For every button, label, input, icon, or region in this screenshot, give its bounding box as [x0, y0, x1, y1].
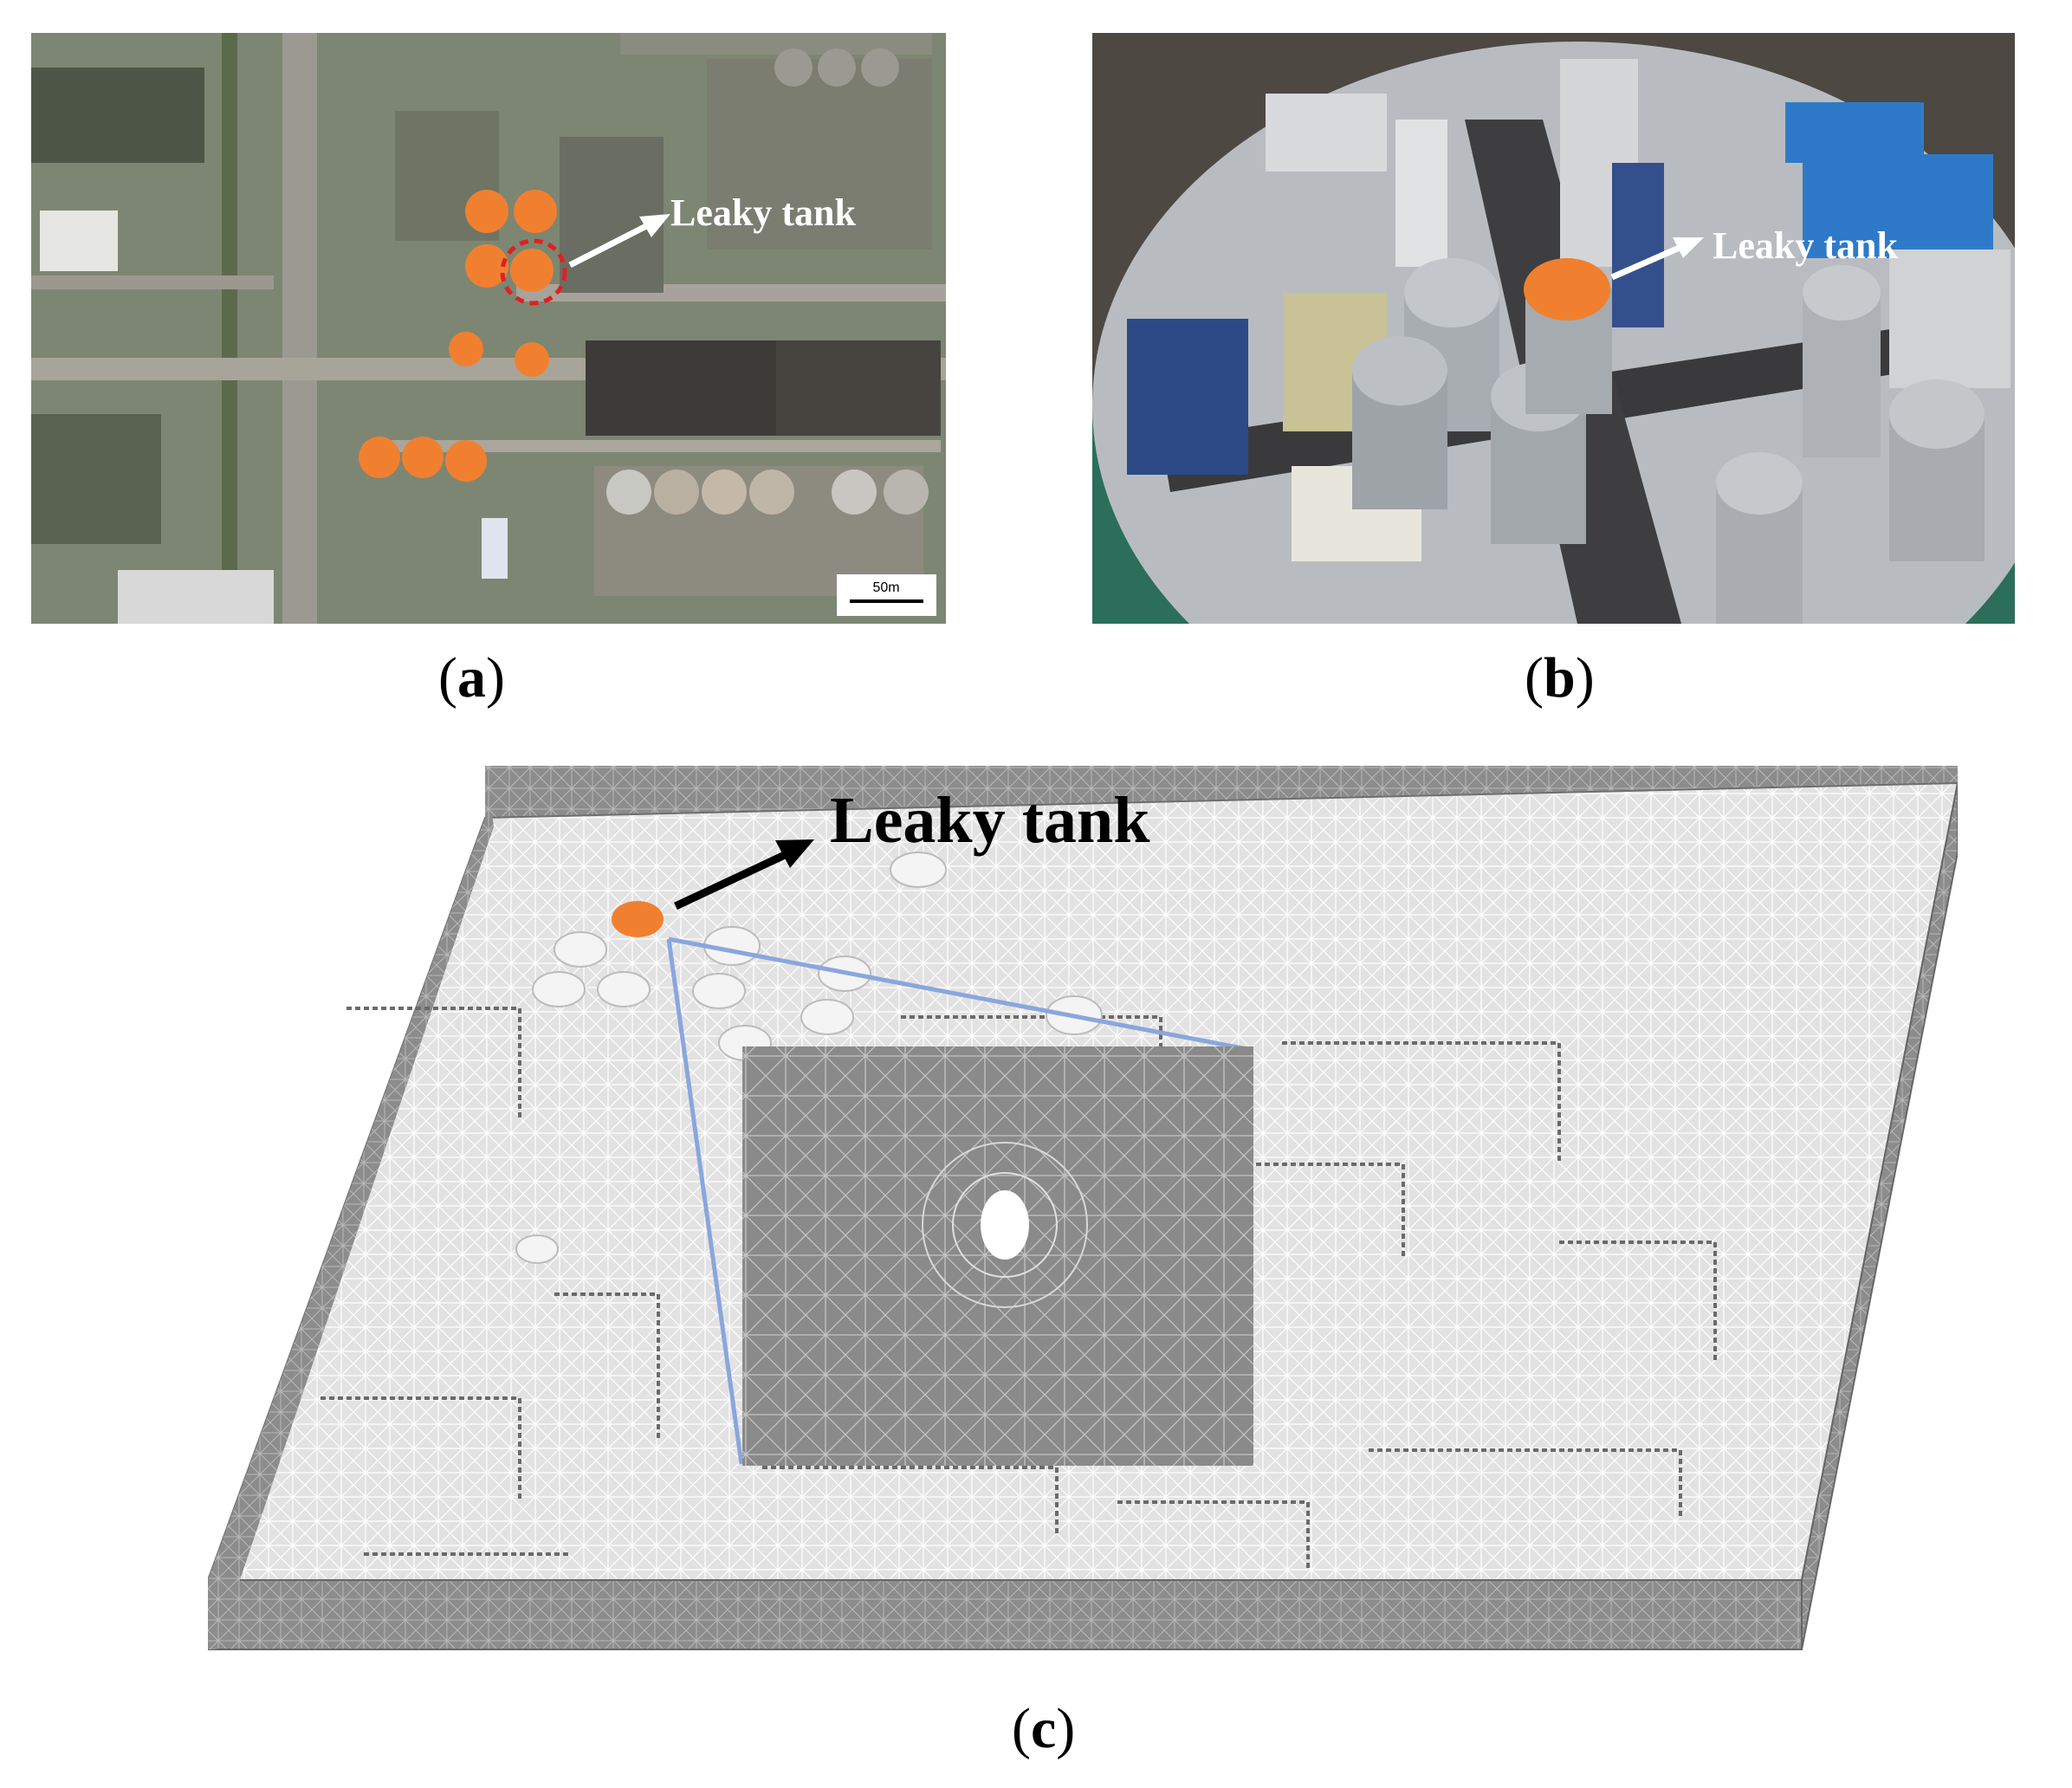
satellite-image: 50m Leaky tank	[31, 33, 946, 624]
callout-arrow	[568, 222, 650, 269]
leaky-tank-marker	[1524, 258, 1610, 321]
tank-marker	[445, 440, 487, 482]
tank-marker	[449, 332, 483, 366]
leak-source-hole	[981, 1190, 1029, 1260]
mesh-zoom-inset	[742, 1046, 1253, 1466]
leaky-tank-label: Leaky tank	[1713, 224, 1898, 267]
scale-bar-label: 50m	[872, 580, 899, 595]
tank-marker	[359, 437, 400, 478]
caption-letter: c	[1030, 1697, 1057, 1760]
leaky-tank-label: Leaky tank	[670, 191, 856, 234]
mesh-model-panel: Leaky tank	[208, 757, 1958, 1658]
physical-model-panel: Leaky tank	[1092, 33, 2015, 624]
caption-letter: a	[456, 646, 486, 709]
leaky-tank-label: Leaky tank	[830, 784, 1150, 857]
tank-marker	[465, 244, 508, 288]
satellite-image-panel: 50m Leaky tank	[31, 33, 946, 624]
leaky-tank-marker	[612, 901, 664, 937]
callout-arrow	[1610, 243, 1683, 281]
tank-marker	[514, 190, 557, 233]
mesh-model-diagram: Leaky tank	[208, 766, 1958, 1650]
tank-markers	[359, 190, 557, 482]
caption-b: (b)	[1525, 646, 1595, 709]
caption-c: (c)	[1012, 1697, 1076, 1760]
zoom-line	[666, 938, 744, 1465]
leak-highlight-circle	[500, 238, 567, 306]
caption-a: (a)	[438, 646, 505, 709]
caption-letter: b	[1543, 646, 1576, 709]
physical-model-image: Leaky tank	[1092, 33, 2015, 624]
tank-marker	[515, 342, 549, 377]
zoom-line	[668, 936, 1253, 1053]
callout-arrow	[674, 850, 788, 910]
tank-marker	[465, 190, 508, 233]
leaky-tank-marker	[510, 249, 554, 292]
tank-marker	[402, 437, 444, 478]
